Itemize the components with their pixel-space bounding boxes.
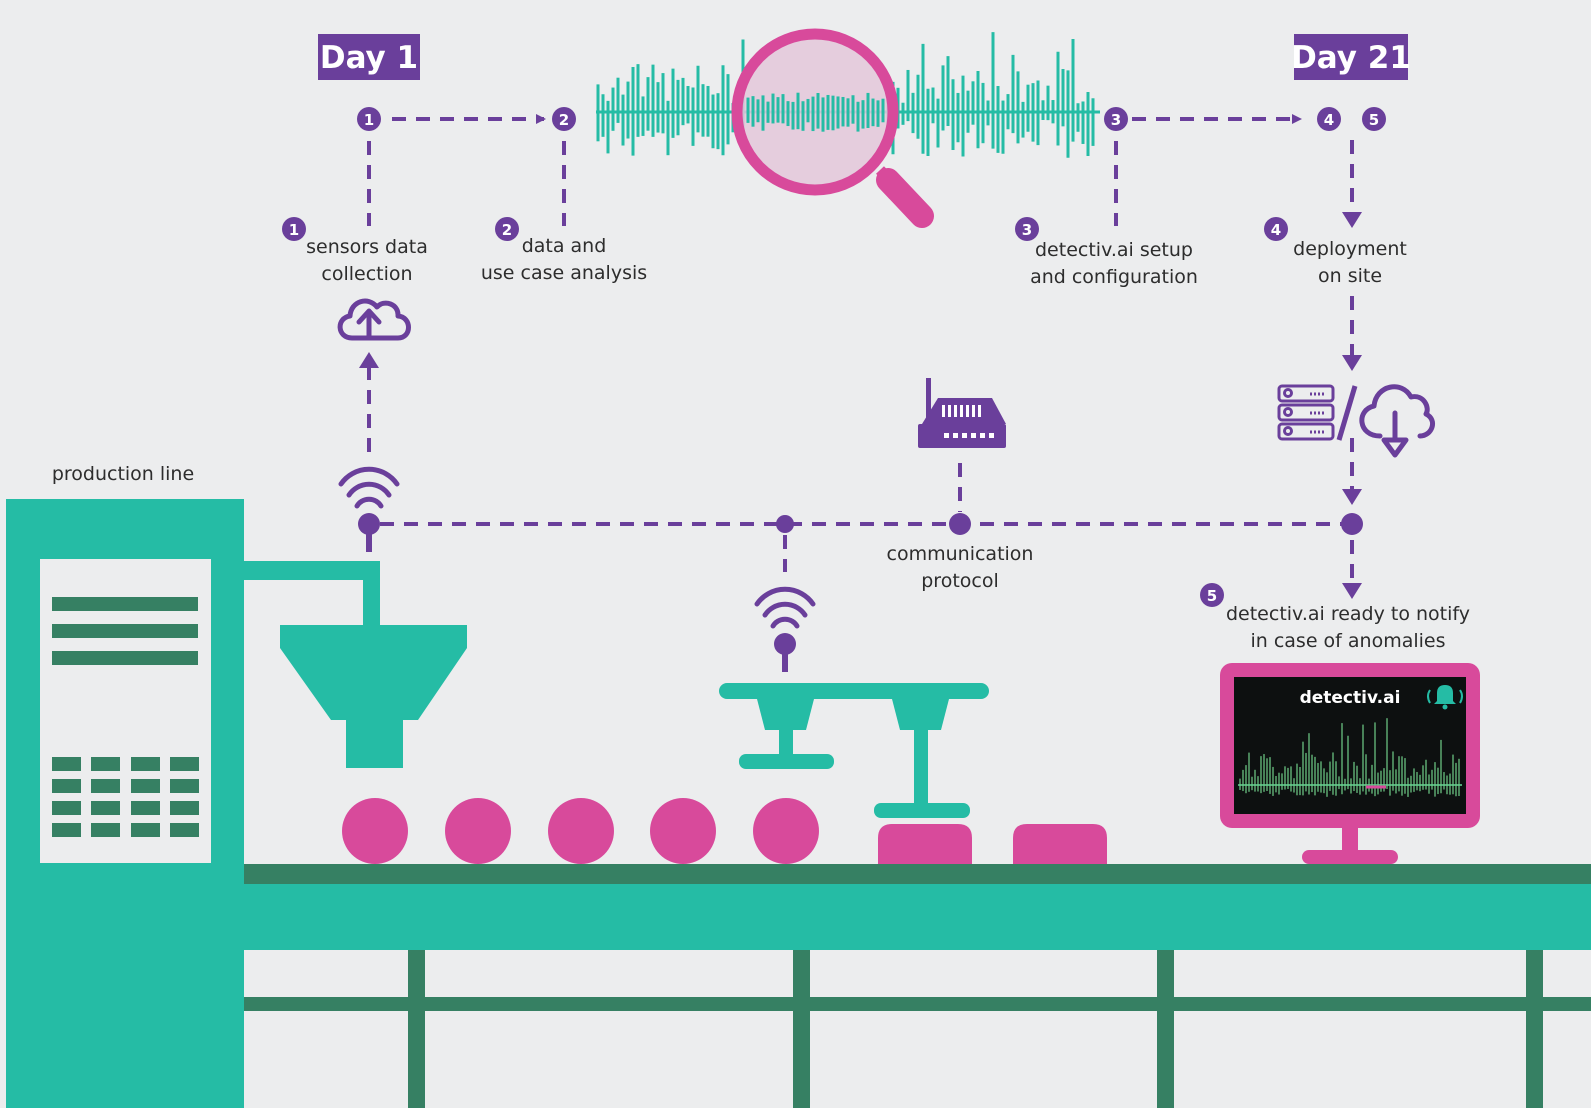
control-cabinet xyxy=(6,499,244,1108)
step-1-label: 1 sensors data collection xyxy=(282,217,428,285)
timeline-markers: 1 2 3 4 5 xyxy=(357,107,1386,131)
router-icon xyxy=(918,378,1006,448)
step-4-line1: deployment xyxy=(1293,238,1407,260)
waveform-magnified xyxy=(746,92,885,132)
production-line-label: production line xyxy=(52,463,194,485)
network-line xyxy=(380,463,1345,572)
step-4-line2: on site xyxy=(1318,265,1382,287)
node-router xyxy=(949,513,971,535)
marker-5: 5 xyxy=(1369,111,1379,129)
step-3-line2: and configuration xyxy=(1030,266,1198,288)
timeline xyxy=(367,114,1354,584)
press-machine xyxy=(719,683,989,818)
cabinet-buttons xyxy=(52,757,199,837)
sensor-1-stem xyxy=(366,524,372,552)
arrowhead-upload xyxy=(359,352,379,368)
step-1-line1: sensors data xyxy=(306,236,428,258)
wifi-icon-2 xyxy=(754,586,816,629)
day-1-badge: Day 1 xyxy=(318,34,420,80)
step-2-line1: data and xyxy=(522,235,607,257)
comm-label-line1: communication xyxy=(887,543,1034,565)
hopper xyxy=(244,561,467,768)
step-2-badge: 2 xyxy=(502,221,512,239)
server-rack-icon xyxy=(1277,384,1335,441)
product-ball xyxy=(548,798,614,864)
monitor-brand: detectiv.ai xyxy=(1300,688,1401,708)
marker-2: 2 xyxy=(559,111,569,129)
product-pressed xyxy=(1013,824,1107,864)
cloud-upload-icon xyxy=(337,298,411,341)
network-nodes xyxy=(358,513,1363,672)
magnifier-icon xyxy=(731,28,934,228)
bell-icon xyxy=(1427,685,1463,710)
step-2-line2: use case analysis xyxy=(481,262,647,284)
step-5-line1: detectiv.ai ready to notify xyxy=(1226,603,1470,625)
products xyxy=(342,798,1107,864)
comm-label-line2: protocol xyxy=(921,570,999,592)
product-ball xyxy=(342,798,408,864)
product-ball xyxy=(753,798,819,864)
step-5-line2: in case of anomalies xyxy=(1250,630,1445,652)
timeline-arrowheads xyxy=(359,212,1362,599)
product-pressed xyxy=(878,824,972,864)
node-server xyxy=(1341,513,1363,535)
marker-1: 1 xyxy=(364,111,374,129)
arrowhead-deploy xyxy=(1342,355,1362,371)
day-21-badge: Day 21 xyxy=(1291,34,1411,80)
step-3-badge: 3 xyxy=(1022,221,1032,239)
arrowhead-server xyxy=(1342,489,1362,505)
monitor: detectiv.ai xyxy=(1220,663,1480,864)
step-5-badge: 5 xyxy=(1207,587,1217,605)
step-3-line1: detectiv.ai setup xyxy=(1035,239,1193,261)
cloud-download-icon xyxy=(1359,384,1436,458)
sensor-2-stem xyxy=(782,644,788,672)
step-1-badge: 1 xyxy=(289,221,299,239)
marker-3: 3 xyxy=(1111,111,1121,129)
step-4-badge: 4 xyxy=(1271,221,1281,239)
step-1-line2: collection xyxy=(321,263,412,285)
step-5-label: 5 detectiv.ai ready to notify in case of… xyxy=(1200,583,1470,652)
slash-divider xyxy=(1336,385,1358,441)
marker-4: 4 xyxy=(1324,111,1334,129)
node-sensor-2 xyxy=(776,515,794,533)
product-ball xyxy=(445,798,511,864)
step-3-label: 3 detectiv.ai setup and configuration xyxy=(1015,217,1198,288)
wifi-icon xyxy=(338,466,400,509)
day-1-label: Day 1 xyxy=(320,40,418,76)
day-21-label: Day 21 xyxy=(1291,40,1411,76)
product-ball xyxy=(650,798,716,864)
arrowhead-step-4 xyxy=(1342,212,1362,228)
conveyor-belt xyxy=(240,864,1591,1108)
monitor-signal-chart xyxy=(1238,718,1462,797)
arrowhead-notify xyxy=(1342,583,1362,599)
step-2-label: 2 data and use case analysis xyxy=(481,217,647,284)
step-4-label: 4 deployment on site xyxy=(1264,217,1407,287)
